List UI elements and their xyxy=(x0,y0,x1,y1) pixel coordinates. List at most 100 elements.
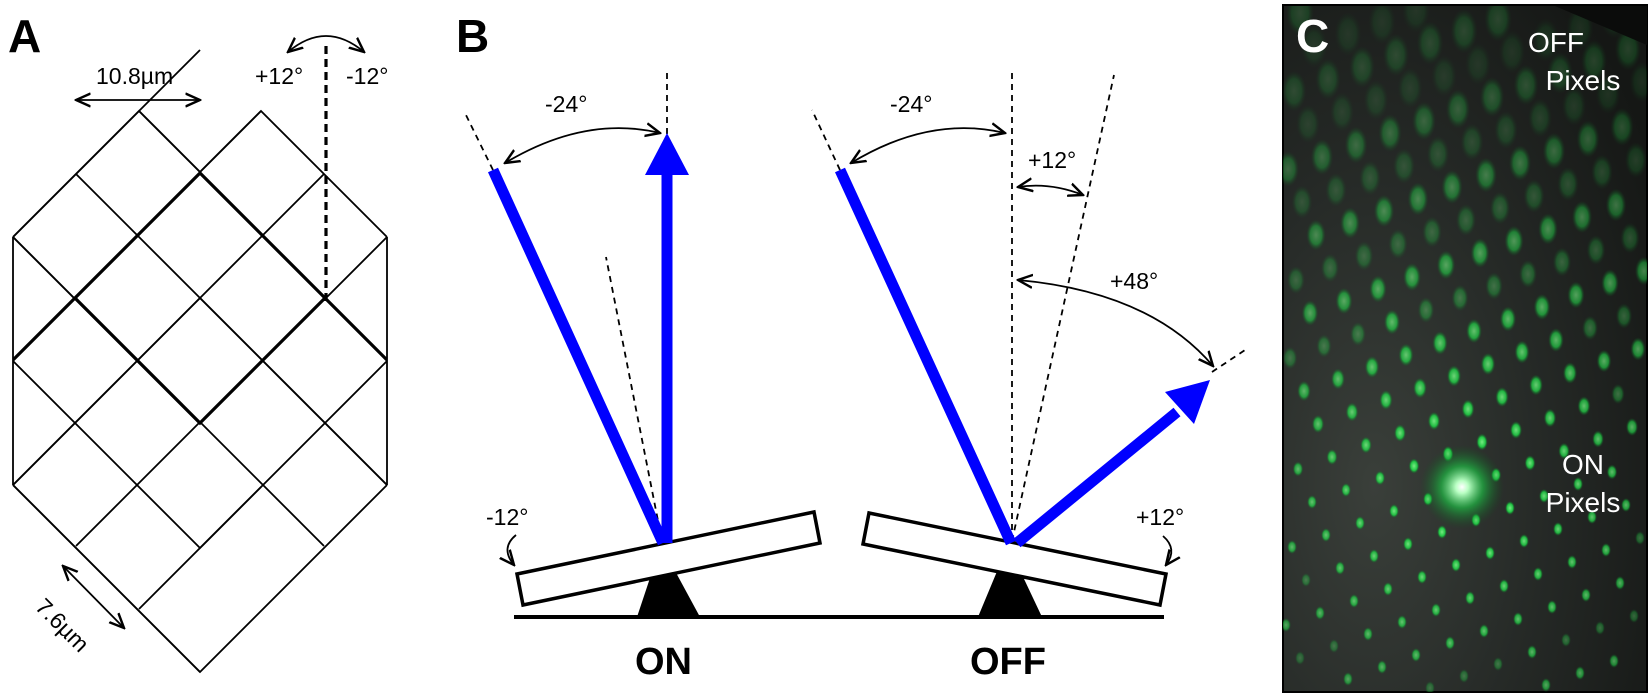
diffraction-spot xyxy=(1403,537,1413,551)
diffraction-spot xyxy=(1373,194,1395,228)
tilt-plus-label: +12° xyxy=(255,63,303,89)
off-tilt-arc xyxy=(1162,535,1171,565)
off-pivot xyxy=(978,545,1042,617)
diffraction-spot xyxy=(1514,340,1530,364)
diffraction-spot xyxy=(1382,33,1410,77)
mirror-grid-edges-13 xyxy=(75,173,388,486)
on-incidence-label: -24° xyxy=(545,91,587,117)
diffraction-spot xyxy=(1330,92,1354,132)
diffraction-spot xyxy=(1425,681,1435,692)
diffraction-spot xyxy=(1575,666,1585,680)
diffraction-spot xyxy=(1552,247,1572,277)
diffraction-spot xyxy=(1363,627,1373,641)
diffraction-spot xyxy=(1383,582,1393,596)
diffraction-spot xyxy=(1446,365,1462,387)
panel-c-letter: C xyxy=(1296,10,1329,62)
diffraction-spot xyxy=(1557,166,1579,202)
diffraction-spot xyxy=(1519,534,1529,548)
diffraction-spot xyxy=(1543,408,1557,428)
diffraction-spot xyxy=(1388,228,1408,260)
diffraction-spot xyxy=(1576,120,1600,158)
diffraction-spot xyxy=(1326,449,1338,465)
off-state-label: OFF xyxy=(970,641,1046,683)
diffraction-spot xyxy=(1297,380,1311,402)
diffraction-spot xyxy=(1595,73,1621,115)
diffraction-spot xyxy=(1422,216,1442,248)
diffraction-spot xyxy=(1587,510,1597,524)
on-mirror-plate xyxy=(514,509,823,608)
diffraction-spot xyxy=(1432,331,1448,355)
diffraction-spot xyxy=(1451,284,1469,312)
diffraction-spot xyxy=(1493,657,1503,671)
diffraction-spot xyxy=(1538,213,1558,245)
mirror-grid-edges-3 xyxy=(12,360,388,550)
diffraction-spot xyxy=(1572,476,1584,492)
diffraction-spot xyxy=(1427,411,1441,431)
diffraction-spot xyxy=(1561,633,1571,647)
diffraction-spot xyxy=(1541,678,1551,692)
diffraction-spot xyxy=(1461,399,1475,419)
diffraction-spot xyxy=(1509,421,1523,439)
diffraction-spot xyxy=(1431,55,1457,97)
diffraction-spot xyxy=(1296,104,1320,144)
diffraction-spot xyxy=(1369,275,1387,303)
diffraction-spot xyxy=(1480,352,1496,376)
diffraction-spot xyxy=(1591,154,1613,190)
diffraction-spot xyxy=(1283,151,1299,187)
diffraction-spot xyxy=(1620,222,1640,254)
diffraction-spot xyxy=(1601,543,1611,557)
pitch-label: 10.8µm xyxy=(96,63,173,89)
diffraction-spot xyxy=(1345,402,1359,422)
diffraction-spot xyxy=(1615,576,1625,590)
diffraction-spot xyxy=(1466,318,1482,344)
diffraction-spot xyxy=(1524,455,1536,471)
diffraction-spot xyxy=(1484,6,1512,42)
diffraction-spot xyxy=(1377,660,1387,674)
on-incidence-arc xyxy=(505,128,660,163)
diffraction-spot xyxy=(1498,30,1526,74)
diffraction-spot xyxy=(1577,396,1591,416)
off-tilt-normal-arc xyxy=(1018,186,1083,195)
diffraction-spot xyxy=(1321,528,1331,542)
diffraction-spot xyxy=(1315,58,1341,100)
on-pixels-label-line2: Pixels xyxy=(1546,487,1621,518)
diffraction-spot xyxy=(1445,636,1455,650)
off-mirror-plate xyxy=(860,510,1169,608)
diffraction-spot xyxy=(1364,356,1380,378)
diffraction-spot xyxy=(1398,343,1414,367)
diffraction-spot xyxy=(1283,346,1298,370)
diffraction-spot xyxy=(1413,377,1427,399)
diffraction-spot xyxy=(1621,498,1631,512)
diffraction-spot xyxy=(1408,458,1420,474)
zero-order-spot-glow xyxy=(1420,445,1504,529)
diffraction-spot xyxy=(1292,461,1304,477)
diffraction-spot xyxy=(1335,561,1345,575)
diffraction-spot xyxy=(1334,11,1362,57)
diffraction-spot xyxy=(1335,287,1353,315)
diffraction-spot xyxy=(1476,433,1488,451)
pixel-size-label: 7.6µm xyxy=(30,593,94,657)
on-mirror: -24° -12° ON xyxy=(463,70,823,683)
panel-c: C OFF Pixels ON Pixels xyxy=(1282,4,1648,693)
diffraction-spot xyxy=(1558,442,1570,460)
diffraction-spot xyxy=(1450,8,1478,54)
diffraction-spot xyxy=(1567,555,1577,569)
on-state-label: ON xyxy=(635,641,692,683)
diffraction-spot xyxy=(1283,618,1291,632)
diffraction-spot xyxy=(1562,362,1578,384)
diffraction-spot xyxy=(1363,80,1389,120)
diffraction-spot xyxy=(1629,609,1639,623)
diffraction-spot xyxy=(1287,540,1297,554)
tilt-minus-label: -12° xyxy=(346,63,388,89)
diffraction-spot xyxy=(1547,52,1573,94)
off-reflected-arrowhead xyxy=(1165,380,1210,424)
off-incidence-label: -24° xyxy=(890,91,932,117)
off-mirror-normal-dashed xyxy=(1011,74,1115,542)
off-incident-beam xyxy=(835,167,1016,546)
diffraction-spot xyxy=(1499,306,1517,332)
diffraction-spot xyxy=(1301,300,1319,326)
off-reflection-label: +48° xyxy=(1110,268,1158,294)
diffraction-spot xyxy=(1341,483,1351,497)
diffraction-spot xyxy=(1451,558,1461,572)
tilt-arc xyxy=(288,35,364,52)
